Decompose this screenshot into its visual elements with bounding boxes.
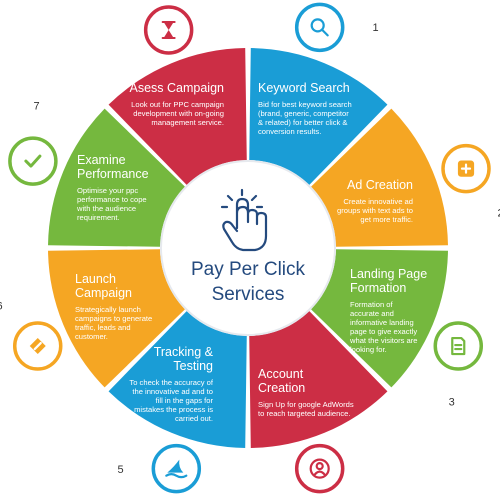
step-number-bg — [205, 0, 220, 4]
segment-wedge — [48, 249, 185, 388]
step-badge-7: 7 — [8, 97, 58, 186]
segment-description: & related) for better click & — [258, 118, 347, 127]
segment-description: what the visitors are — [349, 336, 418, 345]
segment-wedge — [311, 108, 448, 247]
step-number-bg — [367, 19, 384, 36]
step-badge-5: 5 — [112, 443, 202, 494]
segment-description: carried out. — [175, 414, 213, 423]
segment-title: Landing Page — [350, 267, 427, 281]
segment-title: Creation — [258, 381, 305, 395]
user-icon — [309, 458, 330, 479]
center-title-line1: Pay Per Click — [191, 259, 306, 280]
segment-description: to reach targeted audience. — [258, 409, 350, 418]
step-number-bg — [443, 393, 460, 410]
step-badge-2: 2 — [441, 143, 500, 221]
document-icon — [451, 336, 466, 356]
segment-wedge — [108, 48, 247, 185]
hourglass-icon — [161, 20, 176, 39]
step-number: 6 — [0, 300, 3, 312]
segment-description: Sign Up for google AdWords — [258, 400, 354, 409]
segment-title: Campaign — [75, 286, 132, 300]
segment-description: mistakes the process is — [134, 405, 213, 414]
segment-wedge — [249, 311, 388, 448]
segment-description: development with on-going — [133, 109, 224, 118]
step-number: 8 — [209, 0, 215, 2]
step-badge-8: 8 — [143, 0, 220, 55]
center-circle: Pay Per Click Services — [160, 160, 336, 336]
plus-square-icon — [457, 160, 475, 177]
step-number: 5 — [117, 464, 123, 476]
segment-description: conversion results. — [258, 127, 321, 136]
segment-title: Asess Campaign — [130, 81, 225, 95]
segment-description: fill in the gaps for — [156, 396, 214, 405]
center-title-line2: Services — [212, 284, 285, 305]
segment-description: Create innovative ad — [343, 197, 413, 206]
segment-description: groups with text ads to — [337, 206, 413, 215]
check-icon — [24, 154, 42, 168]
segment-description: traffic, leads and — [75, 323, 131, 332]
search-icon — [310, 18, 329, 37]
segment-description: requirement. — [77, 213, 120, 222]
segment-title: Ad Creation — [347, 178, 413, 192]
step-badge-4: 4 — [268, 443, 345, 497]
segment-wedge — [108, 311, 247, 448]
segment-description: campaigns to generate — [75, 314, 152, 323]
segment-wedge — [311, 249, 448, 388]
segment-description: informative landing — [350, 318, 414, 327]
segment-description: (brand, generic, competitor — [258, 109, 349, 118]
hand-pointer-icon — [220, 188, 268, 252]
segment-title: Formation — [350, 281, 406, 295]
segment-wedge — [48, 108, 185, 247]
step-number-bg — [0, 297, 8, 314]
segment-title: Keyword Search — [258, 81, 350, 95]
step-badge-6: 6 — [0, 297, 63, 371]
step-number: 1 — [372, 22, 378, 34]
segment-description: Strategically launch — [75, 305, 141, 314]
step-badge-1: 1 — [294, 2, 384, 53]
step-number: 3 — [449, 396, 455, 408]
segment-title: Testing — [173, 359, 213, 373]
segment-title: Tracking & — [154, 345, 214, 359]
segment-description: To check the accuracy of — [129, 378, 213, 387]
segment-wedge — [249, 48, 388, 185]
step-number-bg — [112, 460, 129, 477]
segment-title: Examine — [77, 153, 126, 167]
segment-description: looking for. — [350, 345, 387, 354]
segment-description: the innovative ad and to — [132, 387, 213, 396]
segment-description: Look out for PPC campaign — [131, 100, 224, 109]
segment-title: Performance — [77, 167, 149, 181]
shark-fin-icon — [165, 459, 188, 479]
step-number: 7 — [34, 100, 40, 112]
segment-description: with the audience — [76, 204, 136, 213]
segment-description: Bid for best keyword search — [258, 100, 352, 109]
step-number-bg — [268, 493, 282, 497]
segment-5: Tracking &Testing To check the accuracy o… — [108, 311, 247, 448]
segment-description: get more traffic. — [360, 215, 413, 224]
compass-icon — [29, 338, 46, 355]
segment-description: customer. — [75, 332, 108, 341]
segment-description: performance to cope — [77, 195, 147, 204]
step-number-bg — [492, 204, 500, 221]
segment-description: management service. — [151, 118, 224, 127]
segment-description: accurate and — [350, 309, 394, 318]
segment-title: Launch — [75, 272, 116, 286]
step-badge-3: 3 — [433, 321, 484, 410]
segment-title: Account — [258, 367, 304, 381]
segment-description: page to give exactly — [350, 327, 417, 336]
segment-description: Formation of — [350, 300, 394, 309]
step-number: 2 — [497, 208, 500, 220]
segment-description: Optimise your ppc — [77, 186, 138, 195]
step-number-bg — [28, 97, 45, 114]
